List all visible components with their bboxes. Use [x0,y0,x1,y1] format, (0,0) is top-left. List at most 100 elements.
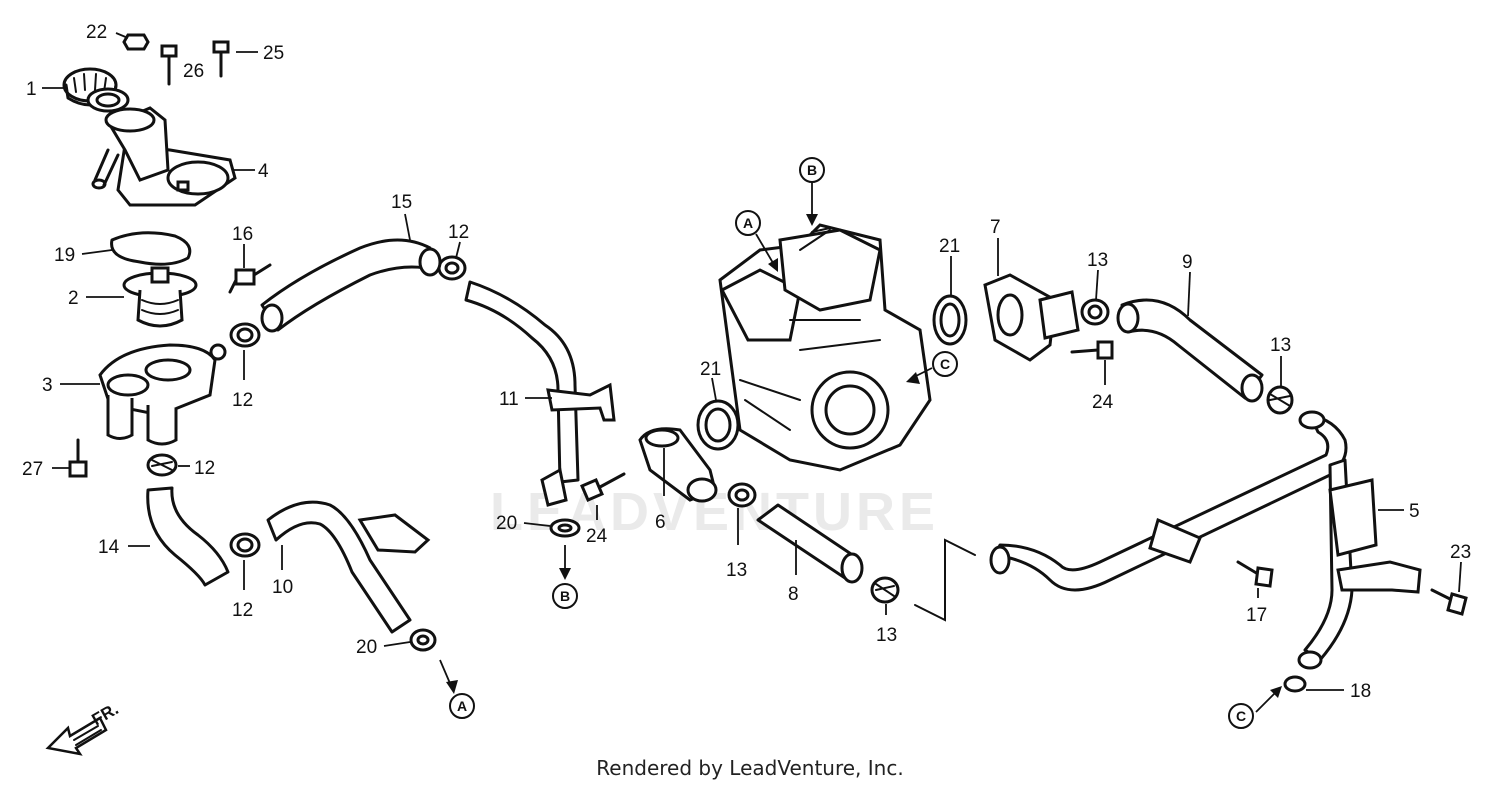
svg-text:A: A [743,215,753,231]
gasket-part-19 [110,231,192,266]
ref-marker-b-top: B [799,157,825,226]
ref-marker-c-engine: C [906,351,958,384]
bolt-part-25 [212,40,230,78]
callout-21-upper: 21 [939,236,960,296]
svg-text:13: 13 [1087,250,1108,271]
hose-part-14 [146,486,230,587]
callout-21-lower: 21 [700,359,721,401]
callout-11: 11 [499,389,552,410]
svg-text:2: 2 [68,288,79,309]
callout-19: 19 [54,245,113,266]
nut-part-22 [122,33,150,51]
front-direction-arrow-icon: FR. [45,699,122,756]
svg-text:C: C [1236,708,1246,724]
callout-2: 2 [68,288,124,309]
svg-text:27: 27 [22,459,43,480]
svg-text:11: 11 [499,389,519,410]
thermostat-part-2 [122,266,198,328]
bolt-part-23 [1430,588,1468,616]
callout-1: 1 [26,79,66,100]
pipe-bracket-part-10 [357,513,431,554]
svg-text:12: 12 [448,222,469,243]
svg-text:24: 24 [1092,392,1114,413]
ref-marker-c-bottom: C [1228,686,1282,729]
svg-text:20: 20 [496,513,517,534]
thermostat-housing-part-3 [98,343,227,446]
hose-clamp-part-13-c [1080,298,1110,326]
hose-part-9 [1120,298,1264,400]
callout-20-upper: 20 [496,513,551,534]
svg-text:26: 26 [183,61,204,82]
svg-text:12: 12 [232,600,253,621]
callout-4: 4 [232,161,269,182]
callout-13-b: 13 [876,604,897,646]
svg-text:A: A [457,698,467,714]
water-pipe-part-11 [464,280,580,484]
o-ring-part-21-upper [932,294,968,346]
bolt-part-26 [160,44,178,86]
hose-clamp-part-12-top [437,255,467,281]
water-pipe-part-10 [266,500,412,634]
break-line [914,538,976,622]
callout-12-lower: 12 [178,458,215,479]
bolt-part-27 [68,438,88,478]
callout-20-lower: 20 [356,637,411,658]
svg-text:10: 10 [272,577,293,598]
temperature-sensor-part-16 [228,263,272,294]
svg-text:20: 20 [356,637,377,658]
callout-12-top: 12 [448,222,469,259]
callout-14: 14 [98,537,150,558]
callout-26: 26 [183,61,204,82]
callout-16: 16 [232,224,253,268]
bolt-part-24-left [580,472,626,502]
svg-text:B: B [807,162,817,178]
hose-clamp-part-12-lower [146,453,178,477]
svg-text:14: 14 [98,537,120,558]
pipe-bracket-part-11 [546,382,616,422]
svg-text:21: 21 [939,236,960,257]
svg-text:13: 13 [876,625,897,646]
svg-text:22: 22 [86,22,107,43]
svg-text:3: 3 [42,375,53,396]
pipe-joint-part-7 [983,273,1080,362]
callout-3: 3 [42,375,100,396]
ref-marker-a-top: A [735,210,778,272]
ref-marker-a-bottom: A [439,659,475,719]
callout-13-a: 13 [726,508,747,581]
o-ring-part-18 [1283,675,1307,693]
callout-12-bottom: 12 [232,560,253,621]
callout-13-c: 13 [1087,250,1108,301]
callout-13-d: 13 [1270,335,1291,386]
svg-text:25: 25 [263,43,284,64]
washer-part-20-lower [409,628,437,652]
svg-text:6: 6 [655,512,666,533]
callout-24-right: 24 [1092,360,1114,413]
svg-text:B: B [560,588,570,604]
svg-text:12: 12 [194,458,215,479]
callout-24-left: 24 [586,505,608,547]
callout-25: 25 [236,43,284,64]
svg-text:18: 18 [1350,681,1371,702]
svg-text:21: 21 [700,359,721,380]
callout-10: 10 [272,545,293,598]
callout-9: 9 [1182,252,1193,317]
svg-text:8: 8 [788,584,799,605]
svg-text:17: 17 [1246,605,1267,626]
bolt-part-24-right [1070,340,1114,360]
hose-clamp-part-12-upper [229,322,261,348]
radiator-cap-part-1 [62,67,130,113]
callout-6: 6 [655,448,666,533]
o-ring-part-21-lower [696,399,740,451]
svg-text:4: 4 [258,161,269,182]
svg-text:5: 5 [1409,501,1420,522]
callout-18: 18 [1306,681,1371,702]
callout-17: 17 [1246,588,1267,626]
hose-clamp-part-13-b [870,576,900,604]
washer-part-20-upper [549,518,581,538]
footer-credit: Rendered by LeadVenture, Inc. [596,756,904,780]
svg-text:12: 12 [232,390,253,411]
callout-7: 7 [990,217,1001,276]
hose-clamp-part-13-a [727,482,757,508]
ref-marker-b-bottom: B [552,545,578,609]
